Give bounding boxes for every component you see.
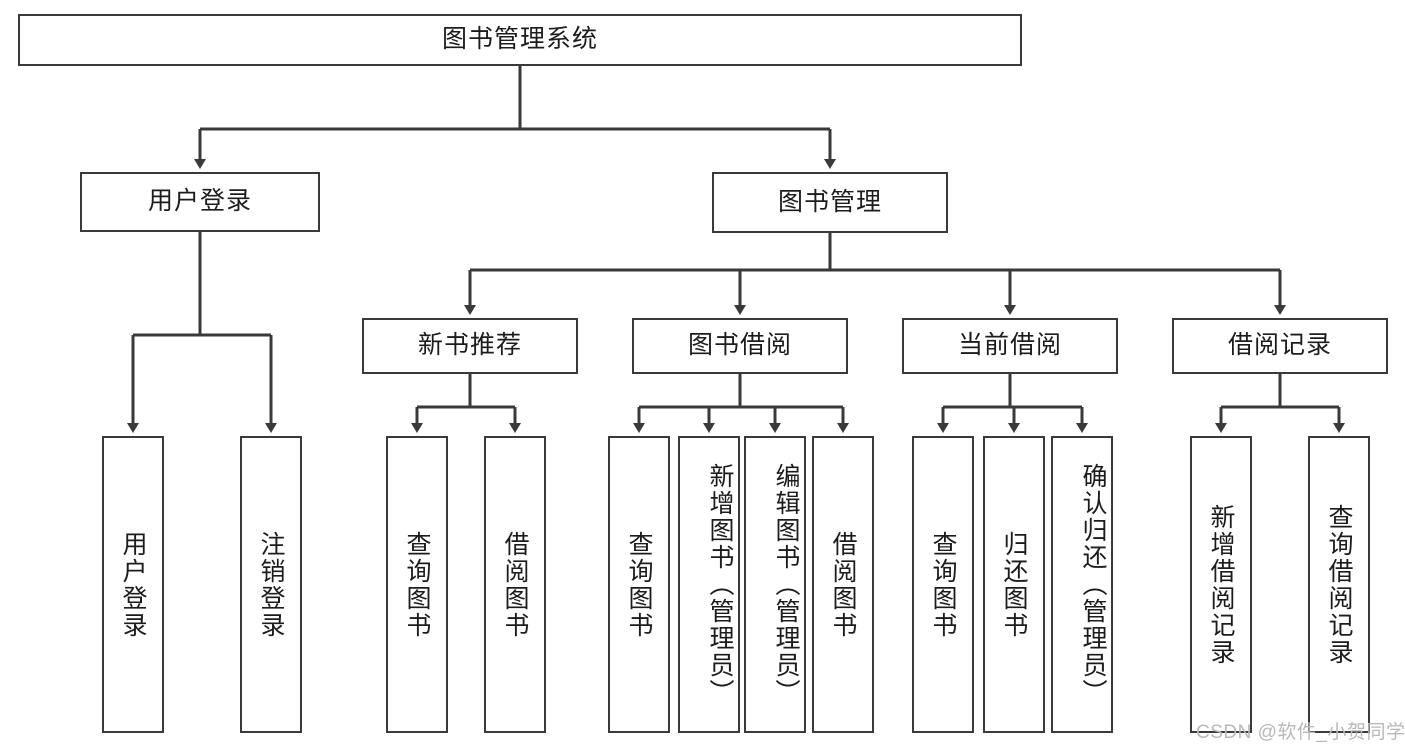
node-leaf-confirm-return[interactable]: 确认归还（管理员）	[1051, 436, 1113, 733]
node-book-borrow[interactable]: 图书借阅	[632, 318, 848, 374]
node-leaf-edit-book[interactable]: 编辑图书（管理员）	[744, 436, 806, 733]
node-user-login[interactable]: 用户登录	[80, 172, 320, 232]
node-new-book-recommend[interactable]: 新书推荐	[362, 318, 578, 374]
watermark-credit: CSDN @软件_小贺同学	[1196, 722, 1405, 743]
node-leaf-user-login[interactable]: 用户登录	[102, 436, 164, 733]
node-leaf-borrow-book-1[interactable]: 借阅图书	[484, 436, 546, 733]
node-book-manage[interactable]: 图书管理	[712, 172, 948, 233]
node-leaf-add-book[interactable]: 新增图书（管理员）	[678, 436, 740, 733]
node-leaf-add-borrow-record[interactable]: 新增借阅记录	[1190, 436, 1252, 733]
node-leaf-query-book-2[interactable]: 查询图书	[608, 436, 670, 733]
node-borrow-record[interactable]: 借阅记录	[1172, 318, 1388, 374]
node-leaf-borrow-book-2[interactable]: 借阅图书	[812, 436, 874, 733]
node-leaf-query-book-1[interactable]: 查询图书	[386, 436, 448, 733]
node-leaf-query-book-3[interactable]: 查询图书	[912, 436, 974, 733]
node-leaf-query-borrow-record[interactable]: 查询借阅记录	[1308, 436, 1370, 733]
node-current-borrow[interactable]: 当前借阅	[902, 318, 1118, 374]
node-leaf-user-logout[interactable]: 注销登录	[240, 436, 302, 733]
node-leaf-return-book[interactable]: 归还图书	[983, 436, 1045, 733]
node-root-system[interactable]: 图书管理系统	[18, 14, 1022, 66]
